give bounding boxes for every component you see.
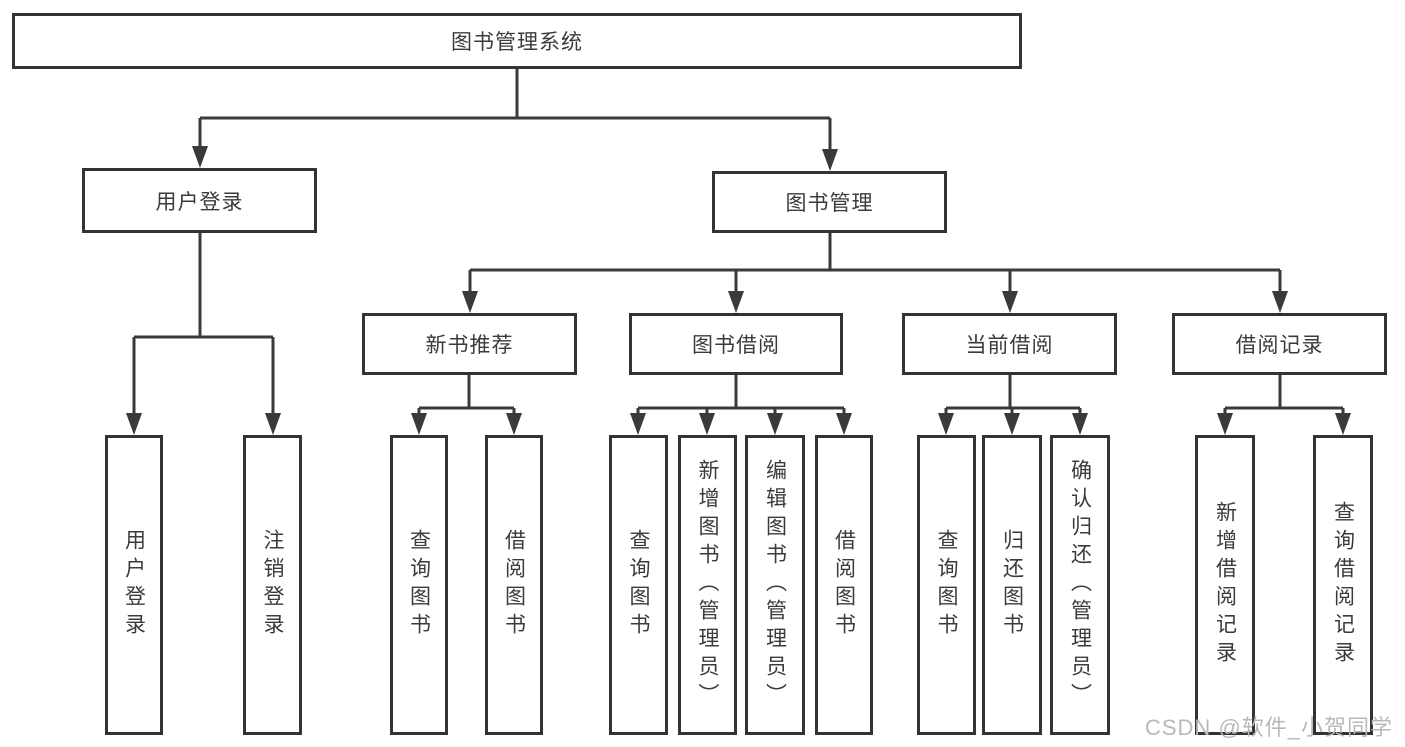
leaf-borrow-books: 借阅图书 [815,435,873,735]
leaf-return-books-label: 归还图书 [1000,529,1024,641]
leaf-return-books: 归还图书 [982,435,1042,735]
node-book-management: 图书管理 [712,171,947,233]
connector-book-borrow-split [630,375,852,435]
node-new-book-recommend: 新书推荐 [362,313,577,375]
leaf-add-borrow-record-label: 新增借阅记录 [1213,501,1237,669]
leaf-logout-label: 注销登录 [261,529,284,641]
leaf-confirm-return-admin-label: 确认归还（管理员） [1068,459,1092,711]
leaf-logout: 注销登录 [243,435,302,735]
node-root-system: 图书管理系统 [12,13,1022,69]
leaf-query-books-recommend-label: 查询图书 [407,529,431,641]
leaf-user-login: 用户登录 [105,435,163,735]
leaf-confirm-return-admin: 确认归还（管理员） [1050,435,1110,735]
leaf-user-login-label: 用户登录 [122,529,146,641]
leaf-edit-books-admin: 编辑图书（管理员） [745,435,805,735]
connector-current-borrow-split [938,375,1088,435]
leaf-query-books-current-label: 查询图书 [935,529,958,641]
leaf-borrow-books-label: 借阅图书 [832,529,856,641]
leaf-add-books-admin-label: 新增图书（管理员） [696,459,719,711]
connector-new-book-rec-split [411,375,522,435]
leaf-query-books-recommend: 查询图书 [390,435,448,735]
connector-user-login-split [126,233,281,435]
csdn-watermark: CSDN @软件_小贺同学 [1144,715,1393,740]
leaf-query-borrow-record-label: 查询借阅记录 [1331,501,1355,669]
leaf-add-books-admin: 新增图书（管理员） [678,435,737,735]
node-user-login: 用户登录 [82,168,317,233]
leaf-query-books-current: 查询图书 [917,435,976,735]
node-book-borrow: 图书借阅 [629,313,843,375]
leaf-borrow-books-recommend-label: 借阅图书 [502,529,526,641]
connector-book-management-split [462,233,1288,313]
leaf-query-books-borrow: 查询图书 [609,435,668,735]
leaf-query-books-borrow-label: 查询图书 [627,529,650,641]
leaf-add-borrow-record: 新增借阅记录 [1195,435,1255,735]
leaf-query-borrow-record: 查询借阅记录 [1313,435,1373,735]
node-current-borrow: 当前借阅 [902,313,1117,375]
connector-root-split [192,69,838,171]
node-borrow-records: 借阅记录 [1172,313,1387,375]
connector-borrow-records-split [1217,375,1351,435]
leaf-borrow-books-recommend: 借阅图书 [485,435,543,735]
leaf-edit-books-admin-label: 编辑图书（管理员） [763,459,787,711]
